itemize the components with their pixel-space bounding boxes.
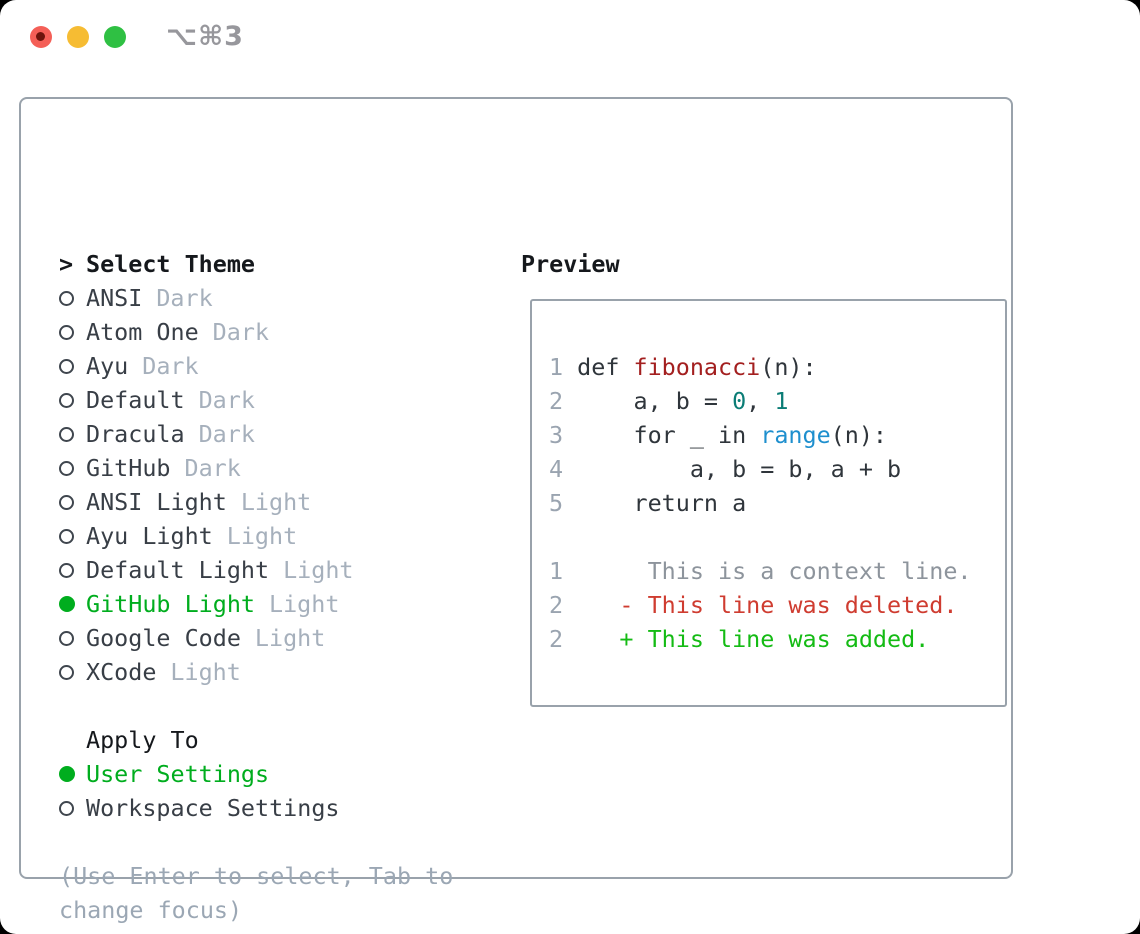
code-line: 3 for _ in range(n): — [549, 421, 888, 449]
code-line: 2 - This line was deleted. — [549, 591, 958, 619]
theme-option-list: ANSI Dark Atom One Dark Ayu Dark Default… — [59, 281, 499, 689]
radio-icon — [59, 596, 75, 612]
theme-option-default-light[interactable]: Default Light Light — [59, 553, 499, 587]
option-variant-label: Dark — [198, 386, 255, 414]
code-line: 2 + This line was added. — [549, 625, 930, 653]
radio-icon — [59, 630, 74, 646]
apply-to-title: Apply To — [86, 726, 199, 754]
option-variant-label: Dark — [198, 420, 255, 448]
option-label: User Settings — [86, 760, 270, 788]
option-variant-label: Dark — [156, 284, 213, 312]
code-line: 2 a, b = 0, 1 — [549, 387, 789, 415]
option-label: GitHub — [86, 454, 171, 482]
option-variant-label: Light — [240, 488, 312, 516]
zoom-button[interactable] — [104, 26, 126, 48]
theme-option-github-light[interactable]: GitHub Light Light — [59, 587, 499, 621]
option-variant-label: Light — [269, 590, 340, 618]
option-label: XCode — [86, 658, 157, 686]
option-label: Dracula — [86, 420, 185, 448]
close-button[interactable] — [30, 26, 52, 48]
radio-icon — [59, 494, 74, 510]
radio-icon — [59, 562, 74, 578]
option-variant-label: Light — [226, 522, 298, 550]
window-title: ⌥⌘3 — [166, 21, 244, 52]
option-label: ANSI — [86, 284, 143, 312]
selection-caret-icon: > — [59, 250, 74, 278]
hint-line-1: (Use Enter to select, Tab to — [59, 862, 454, 890]
theme-option-ansi[interactable]: ANSI Dark — [59, 281, 499, 315]
radio-icon — [59, 324, 74, 340]
apply-option-list: User Settings Workspace Settings — [59, 757, 499, 825]
unsaved-dot-icon — [36, 32, 45, 41]
code-line: 1 def fibonacci(n): — [549, 353, 817, 381]
theme-option-google-code[interactable]: Google Code Light — [59, 621, 499, 655]
preview-pane: 1 def fibonacci(n): 2 a, b = 0, 1 3 for _ … — [530, 299, 1007, 707]
option-label: Google Code — [86, 624, 241, 652]
code-line — [549, 520, 1005, 554]
hint-text: (Use Enter to select, Tab to change focu… — [59, 859, 499, 927]
code-line: 5 return a — [549, 489, 747, 517]
apply-to-header: Apply To — [59, 723, 499, 757]
option-label: Atom One — [86, 318, 199, 346]
option-variant-label: Light — [283, 556, 354, 584]
minimize-button[interactable] — [67, 26, 89, 48]
radio-icon — [59, 460, 74, 476]
theme-list-column: > Select Theme ANSI Dark Atom One Dark A… — [59, 247, 499, 927]
apply-option-user-settings[interactable]: User Settings — [59, 757, 499, 791]
option-variant-label: Dark — [142, 352, 199, 380]
code-block: 1 def fibonacci(n): 2 a, b = 0, 1 3 for _ … — [549, 350, 1005, 656]
option-label: Ayu — [86, 352, 129, 380]
option-variant-label: Dark — [184, 454, 241, 482]
code-line: 1 This is a context line. — [549, 557, 972, 585]
select-theme-title: Select Theme — [86, 250, 255, 278]
theme-option-github[interactable]: GitHub Dark — [59, 451, 499, 485]
theme-option-ansi-light[interactable]: ANSI Light Light — [59, 485, 499, 519]
theme-picker-panel: > Select Theme ANSI Dark Atom One Dark A… — [19, 97, 1013, 924]
radio-icon — [59, 426, 74, 442]
option-variant-label: Light — [254, 624, 326, 652]
select-theme-header: > Select Theme — [59, 247, 499, 281]
theme-option-default[interactable]: Default Dark — [59, 383, 499, 417]
radio-icon — [59, 664, 74, 680]
theme-option-xcode[interactable]: XCode Light — [59, 655, 499, 689]
option-label: Default — [86, 386, 185, 414]
option-label: ANSI Light — [86, 488, 227, 516]
radio-icon — [59, 358, 74, 374]
radio-icon — [59, 766, 75, 782]
apply-option-workspace-settings[interactable]: Workspace Settings — [59, 791, 499, 825]
option-variant-label: Light — [170, 658, 241, 686]
option-label: Ayu Light — [86, 522, 213, 550]
hint-line-2: change focus) — [59, 896, 243, 924]
radio-icon — [59, 528, 74, 544]
title-bar: ⌥⌘3 — [0, 0, 1140, 74]
radio-icon — [59, 290, 74, 306]
theme-option-dracula[interactable]: Dracula Dark — [59, 417, 499, 451]
radio-icon — [59, 392, 74, 408]
radio-icon — [59, 800, 74, 816]
code-line: 4 a, b = b, a + b — [549, 455, 902, 483]
theme-option-ayu-light[interactable]: Ayu Light Light — [59, 519, 499, 553]
option-label: Workspace Settings — [86, 794, 340, 822]
option-label: GitHub Light — [86, 590, 255, 618]
option-label: Default Light — [86, 556, 270, 584]
theme-option-ayu[interactable]: Ayu Dark — [59, 349, 499, 383]
preview-title: Preview — [521, 250, 620, 278]
theme-option-atom-one[interactable]: Atom One Dark — [59, 315, 499, 349]
option-variant-label: Dark — [212, 318, 270, 346]
